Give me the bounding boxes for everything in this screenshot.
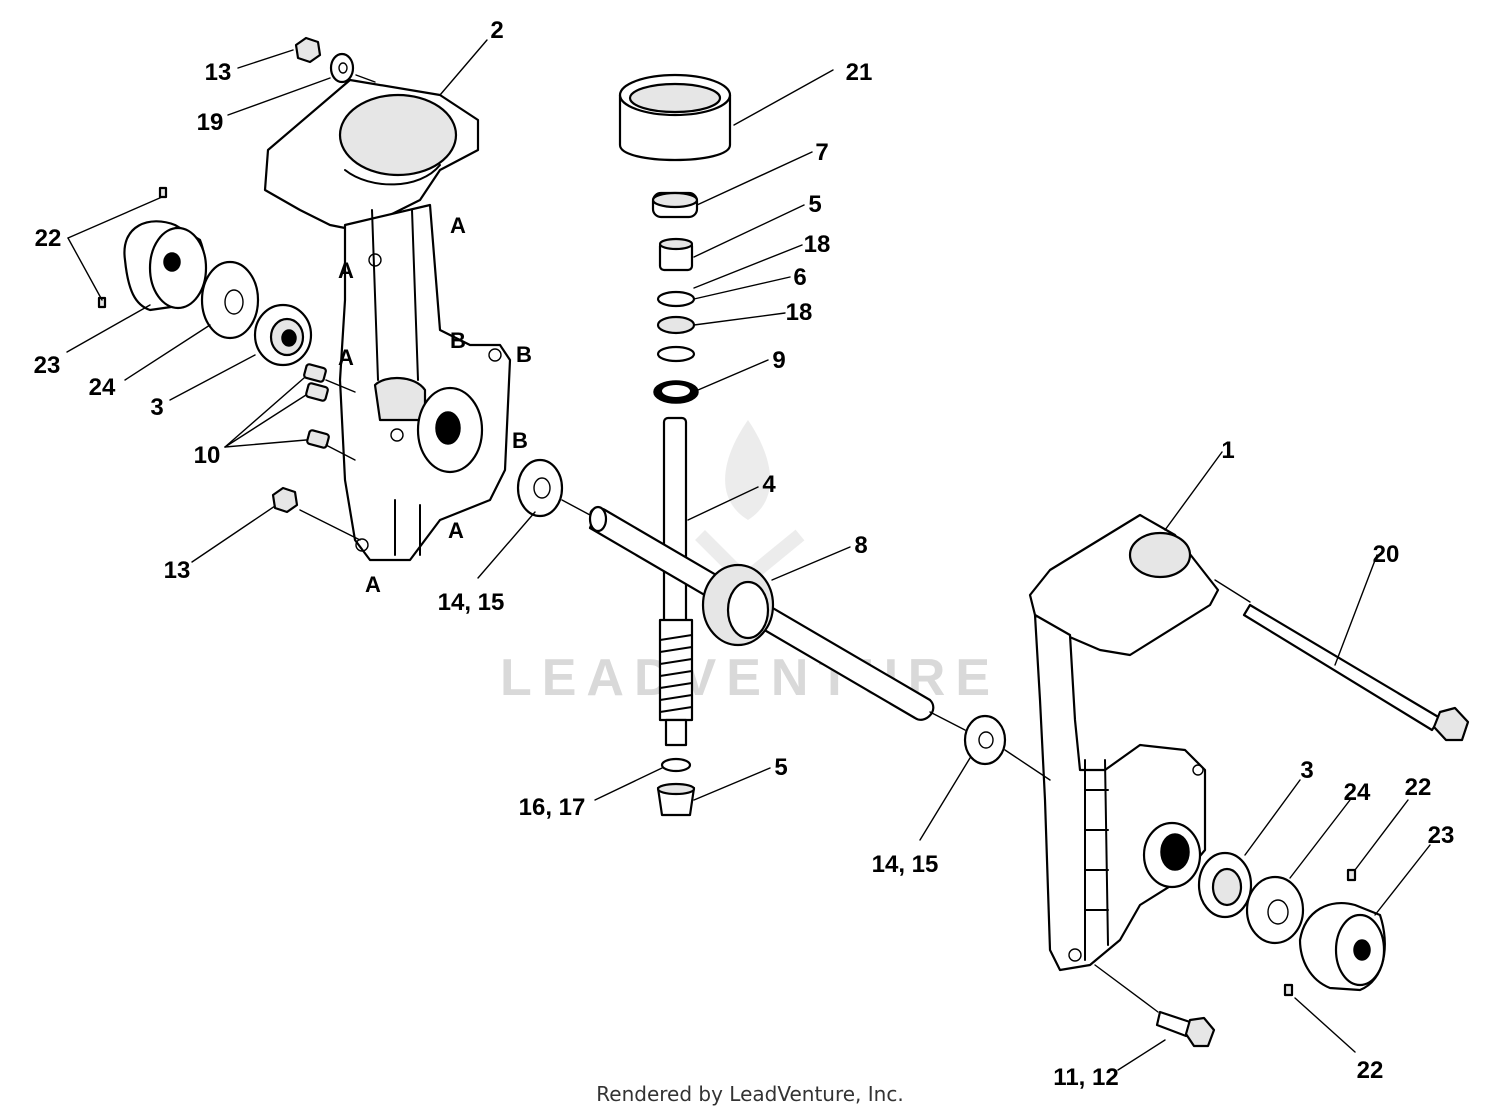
watermark-logo-icon <box>695 420 805 590</box>
callout-24: 24 <box>89 374 116 401</box>
callout-23: 23 <box>1428 822 1455 849</box>
pin-22-left-top <box>158 186 168 199</box>
pin-22-left-bottom <box>97 296 107 309</box>
bearing-cup-21 <box>618 73 732 162</box>
pin-22-right-bottom <box>1283 983 1294 997</box>
marker-a: A <box>365 572 381 597</box>
nut-13-top <box>294 36 322 64</box>
washer-18 <box>656 345 696 363</box>
callout-3: 3 <box>150 394 163 421</box>
callout-11-12: 11, 12 <box>1053 1064 1118 1091</box>
set-screws-10 <box>303 363 330 449</box>
leader-lines <box>66 39 1431 1071</box>
washer-19 <box>329 52 355 84</box>
nut-13-bottom <box>271 486 299 514</box>
callout-9: 9 <box>772 347 785 374</box>
washer-16-17 <box>660 757 692 773</box>
marker-a: A <box>450 213 466 238</box>
bolt-20 <box>1242 603 1470 742</box>
washer-14-15-right <box>963 714 1007 766</box>
bushing-5-bottom <box>656 782 696 817</box>
callout-20: 20 <box>1373 541 1400 568</box>
callout-14-15: 14, 15 <box>438 589 505 616</box>
marker-b: B <box>516 342 532 367</box>
callout-2: 2 <box>490 17 503 44</box>
callout-4: 4 <box>762 471 776 498</box>
seal-9 <box>653 380 699 404</box>
callout-5: 5 <box>774 754 787 781</box>
pin-22-right-top <box>1346 868 1357 882</box>
left-gear-housing <box>263 78 512 562</box>
right-hub-collar <box>1298 901 1386 992</box>
callout-14-15: 14, 15 <box>872 851 939 878</box>
callout-22: 22 <box>1357 1057 1384 1084</box>
marker-a: A <box>338 258 354 283</box>
callout-13: 13 <box>205 59 232 86</box>
marker-b: B <box>450 328 466 353</box>
callout-3: 3 <box>1300 757 1313 784</box>
footer-credit: Rendered by LeadVenture, Inc. <box>596 1082 904 1106</box>
callout-6: 6 <box>793 264 806 291</box>
left-hub-collar <box>123 220 208 312</box>
callout-21: 21 <box>846 59 873 86</box>
callout-24: 24 <box>1344 779 1371 806</box>
right-washer-24 <box>1245 875 1305 945</box>
callout-8: 8 <box>854 532 867 559</box>
washer-6 <box>656 290 696 308</box>
callout-10: 10 <box>194 442 221 469</box>
thrust-bearing-18 <box>656 315 696 335</box>
callout-7: 7 <box>815 139 828 166</box>
marker-b: B <box>512 428 528 453</box>
right-bearing-3 <box>1197 851 1253 919</box>
callout-22: 22 <box>35 225 62 252</box>
callout-16-17: 16, 17 <box>519 794 586 821</box>
bolt-11-12 <box>1155 1010 1216 1048</box>
left-washer-24 <box>200 260 260 340</box>
bushing-5-top <box>658 237 694 272</box>
bearing-7 <box>651 191 699 219</box>
callout-18: 18 <box>786 299 813 326</box>
callout-18: 18 <box>804 231 831 258</box>
callout-19: 19 <box>197 109 224 136</box>
right-gear-housing <box>1028 513 1220 972</box>
gear-8 <box>701 563 775 647</box>
callout-13: 13 <box>164 557 191 584</box>
callout-1: 1 <box>1221 437 1234 464</box>
marker-a: A <box>338 345 354 370</box>
marker-a: A <box>448 518 464 543</box>
callout-5: 5 <box>808 191 821 218</box>
washer-14-15-left <box>516 458 564 518</box>
callout-22: 22 <box>1405 774 1432 801</box>
left-bearing-3 <box>253 303 313 367</box>
callout-23: 23 <box>34 352 61 379</box>
